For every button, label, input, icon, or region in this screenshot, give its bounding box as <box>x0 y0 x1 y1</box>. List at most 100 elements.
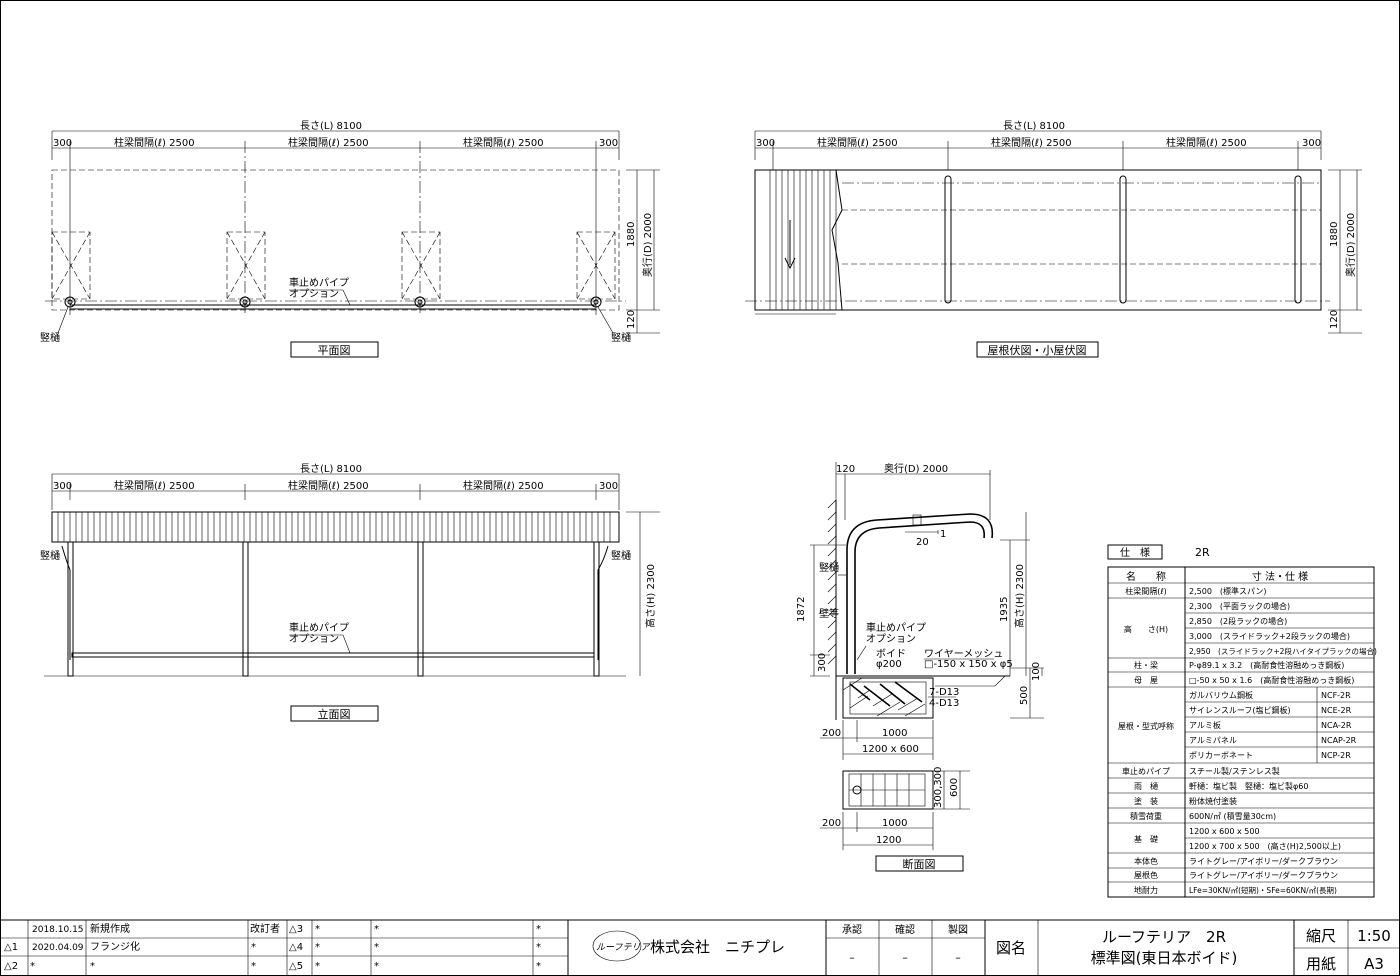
paper-value: A3 <box>1364 955 1384 973</box>
spec-code-8: NCE-2R <box>1321 706 1352 715</box>
spec-col-spec: 寸 法・仕 様 <box>1252 570 1308 583</box>
spec-value-15: 600N/㎡ (積雪量30cm) <box>1189 811 1276 821</box>
reviser-label: 改訂者 <box>250 922 280 935</box>
section-void-label: ボイド <box>876 648 906 660</box>
roof-title: 屋根伏図・小屋伏図 <box>988 343 1087 357</box>
title-block: 2018.10.15 新規作成 改訂者 △3 * * * △1 2020.04.… <box>0 919 1400 976</box>
approve-label: 承認 <box>842 923 862 936</box>
drawing-name-line2: 標準図(東日本ボイド) <box>1091 949 1238 967</box>
spec-value-0: 2,500 (標準スパン) <box>1189 586 1267 596</box>
section-dim-120: 120 <box>836 464 855 475</box>
plan-dim-120: 120 <box>626 310 637 329</box>
draw-value: – <box>955 951 961 964</box>
rev2-mark: △1 <box>4 942 18 953</box>
section-option-label: オプション <box>866 633 916 645</box>
rev3-mark: △2 <box>4 961 18 972</box>
elevation-view: 長さ(L) 8100 300 柱梁間隔(ℓ) 2500 柱梁間隔(ℓ) 2500… <box>40 463 660 722</box>
roof-span-3: 柱梁間隔(ℓ) 2500 <box>1166 136 1247 149</box>
company-name: 株式会社 ニチプレ <box>650 938 785 956</box>
elev-stopper-label: 車止めパイプ <box>289 621 349 634</box>
section-dim-1200x600: 1200 x 600 <box>862 744 919 755</box>
delta3: △3 <box>289 924 303 935</box>
plan-span-1: 柱梁間隔(ℓ) 2500 <box>114 136 195 149</box>
roof-dim-300-right: 300 <box>1302 138 1321 149</box>
spec-value-8: サイレンスルーフ(塩ビ鋼板) <box>1189 705 1291 715</box>
plan-dim-300-right: 300 <box>599 138 618 149</box>
drawing-name-label: 図名 <box>996 939 1026 957</box>
spec-col-name: 名 称 <box>1126 570 1166 583</box>
star-r3c: * <box>251 961 256 972</box>
spec-header-label: 仕 様 <box>1120 546 1150 559</box>
star-d5b: * <box>374 961 379 972</box>
spec-value-13: 軒樋：塩ビ製 竪樋：塩ビ製φ60 <box>1189 781 1308 791</box>
logo-text: ルーフテリア <box>596 943 650 953</box>
roof-span-2: 柱梁間隔(ℓ) 2500 <box>991 136 1072 149</box>
elev-dim-300-right: 300 <box>599 481 618 492</box>
plan-dim-300-left: 300 <box>53 138 72 149</box>
spec-value-11: ポリカーボネート <box>1189 751 1253 760</box>
plan-span-2: 柱梁間隔(ℓ) 2500 <box>288 136 369 149</box>
spec-name-16: 基 礎 <box>1134 834 1158 844</box>
rev2-date: 2020.04.09 <box>32 943 84 953</box>
section-rebar-4d13: 4-D13 <box>929 698 959 709</box>
section-mesh-label: ワイヤーメッシュ <box>924 649 1003 660</box>
elev-downspout-left: 竪樋 <box>40 549 60 562</box>
spec-value-7: ガルバリウム鋼板 <box>1189 690 1253 700</box>
star-r3b: * <box>90 961 95 972</box>
plan-length-dim: 長さ(L) 8100 <box>300 120 362 132</box>
section-rebar-7d13: 7-D13 <box>929 687 959 698</box>
elev-span-2: 柱梁間隔(ℓ) 2500 <box>288 479 369 492</box>
footing-dim-1200: 1200 <box>876 835 901 846</box>
star-d4a: * <box>315 942 320 953</box>
draw-label: 製図 <box>948 923 968 936</box>
roof-dim-120: 120 <box>1329 310 1340 329</box>
elev-span-1: 柱梁間隔(ℓ) 2500 <box>114 479 195 492</box>
spec-name-7: 屋根・型式呼称 <box>1118 721 1174 731</box>
elevation-title: 立面図 <box>318 707 351 721</box>
spec-name-20: 地耐力 <box>1134 885 1158 895</box>
spec-code-7: NCF-2R <box>1321 691 1351 700</box>
delta5: △5 <box>289 961 303 972</box>
spec-value-10: アルミパネル <box>1189 736 1237 745</box>
spec-name-0: 柱梁間隔(ℓ) <box>1125 586 1167 596</box>
plan-span-3: 柱梁間隔(ℓ) 2500 <box>463 136 544 149</box>
elev-downspout-right: 竪樋 <box>611 549 631 562</box>
spec-table: 仕 様 2R 名 称 寸 法・仕 様 <box>1107 544 1377 898</box>
section-depth-dim: 奥行(D) 2000 <box>884 462 948 475</box>
plan-option-label: オプション <box>289 288 339 300</box>
section-view: 120 奥行(D) 2000 20 1 竪樋 壁等 車止めパイプ オプション ボ… <box>796 462 1044 872</box>
check-label: 確認 <box>895 923 915 936</box>
star-d5a: * <box>315 961 320 972</box>
footing-dim-200: 200 <box>822 818 841 829</box>
rev1-note: 新規作成 <box>90 922 130 935</box>
section-dim-1872: 1872 <box>796 597 807 622</box>
roof-span-1: 柱梁間隔(ℓ) 2500 <box>817 136 898 149</box>
footing-dim-1000: 1000 <box>882 818 907 829</box>
spec-header-value: 2R <box>1195 546 1210 559</box>
section-stopper-label: 車止めパイプ <box>866 621 926 634</box>
plan-title: 平面図 <box>318 344 351 357</box>
spec-value-12: スチール製/ステンレス製 <box>1189 766 1280 776</box>
spec-code-9: NCA-2R <box>1321 721 1352 730</box>
spec-value-6: □-50 x 50 x 1.6 (高耐食性溶融めっき鋼板) <box>1189 675 1354 685</box>
spec-value-3: 3,000 (スライドラック+2段ラックの場合) <box>1189 631 1350 641</box>
company-logo: ルーフテリア <box>592 930 650 962</box>
section-mesh-spec: □-150 x 150 x φ5 <box>924 659 1013 670</box>
spec-value-17: 1200 x 700 x 500 (高さ(H)2,500以上) <box>1189 841 1341 851</box>
footing-dim-300: 300,300 <box>933 767 944 808</box>
roof-dim-1880: 1880 <box>1329 222 1340 247</box>
section-dim-500: 500 <box>1019 686 1030 705</box>
spec-value-16: 1200 x 600 x 500 <box>1189 827 1260 836</box>
delta4: △4 <box>289 942 303 953</box>
elev-height-dim: 高さ(H) 2300 <box>644 564 657 628</box>
spec-name-5: 柱・梁 <box>1134 660 1158 670</box>
spec-name-19: 屋根色 <box>1134 870 1158 880</box>
check-value: – <box>902 951 908 964</box>
section-downspout-label: 竪樋 <box>819 561 839 574</box>
spec-value-1: 2,300 (平面ラックの場合) <box>1189 601 1290 611</box>
star-d4c: * <box>536 942 541 953</box>
spec-code-10: NCAP-2R <box>1321 736 1357 745</box>
plan-downspout-left: 竪樋 <box>40 331 60 344</box>
star-r3a: * <box>30 961 35 972</box>
